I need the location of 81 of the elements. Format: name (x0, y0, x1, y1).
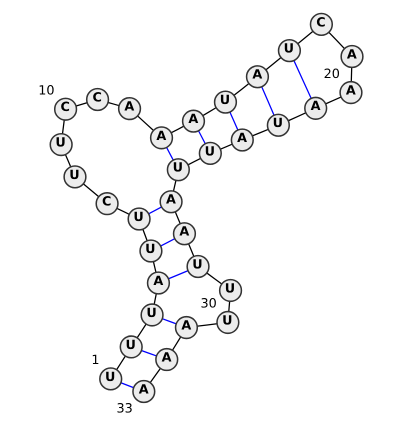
node-circle: U (186, 254, 210, 278)
connector (116, 208, 129, 215)
connector (149, 368, 160, 383)
connector (197, 323, 217, 327)
node-circle: U (266, 114, 290, 137)
connector (292, 60, 312, 99)
connector (288, 112, 306, 122)
node-label: 10 (38, 84, 54, 98)
node-circle: U (119, 335, 142, 359)
node-circle: A (149, 126, 173, 150)
connector (166, 147, 174, 160)
connector (116, 356, 126, 370)
connector (136, 324, 146, 338)
node-circle: U (213, 90, 237, 114)
node-circle: C (309, 12, 333, 36)
connector (206, 272, 222, 284)
connector (296, 31, 313, 44)
connector (82, 184, 99, 198)
node-label: 33 (116, 402, 132, 417)
node-label: 20 (323, 66, 340, 82)
node-circle: A (230, 128, 254, 152)
connector (174, 212, 180, 224)
node-circle: A (181, 110, 205, 133)
node-circle: U (166, 158, 190, 182)
connector (172, 180, 176, 192)
node-circle: A (132, 380, 155, 404)
node-circle: U (126, 207, 150, 231)
connector (140, 350, 156, 356)
node-circle: U (140, 303, 164, 327)
connector (153, 294, 156, 304)
node-circle: U (49, 132, 72, 156)
connector (148, 206, 162, 214)
node-circle: U (198, 142, 222, 166)
connector (328, 32, 344, 49)
connector (61, 120, 64, 134)
node-circle: U (62, 165, 86, 188)
node-label: 30 (200, 296, 216, 312)
node-circle: A (158, 190, 182, 214)
node-circle: A (174, 316, 198, 340)
connector (252, 128, 268, 136)
connector (198, 130, 206, 144)
connector (233, 83, 248, 96)
connector (202, 107, 216, 116)
connector (228, 112, 238, 130)
node-circle: A (304, 96, 327, 120)
connector (162, 318, 176, 324)
connector (228, 301, 230, 312)
node-circle: U (218, 278, 242, 302)
connector (168, 270, 188, 280)
connector (350, 68, 352, 82)
node-circle: U (216, 310, 239, 334)
connector (152, 262, 156, 272)
connector (170, 126, 184, 134)
node-circle: A (338, 80, 362, 104)
connector (265, 57, 281, 70)
connector (107, 102, 119, 106)
connector (325, 96, 341, 104)
connector (120, 382, 134, 388)
connector (187, 158, 200, 166)
connector (142, 229, 148, 241)
node-circle: U (98, 367, 122, 391)
connector (136, 116, 154, 131)
node-circle: A (340, 44, 364, 68)
node-circle: C (85, 88, 109, 112)
connector (160, 238, 174, 246)
node-circle: A (146, 271, 170, 295)
node-circle: C (53, 98, 77, 121)
connector (172, 336, 181, 350)
connector (260, 86, 274, 116)
node-circle: C (94, 192, 118, 216)
connector (188, 244, 194, 257)
node-circle: U (277, 39, 301, 62)
connector (220, 144, 232, 150)
node-circle: A (154, 348, 178, 372)
node-circle: A (117, 96, 141, 120)
node-circle: A (245, 65, 269, 88)
node-label: 1 (90, 353, 99, 368)
node-circle: U (138, 239, 162, 263)
node-circle: A (172, 222, 196, 246)
connector (75, 102, 87, 107)
connector (64, 154, 71, 167)
